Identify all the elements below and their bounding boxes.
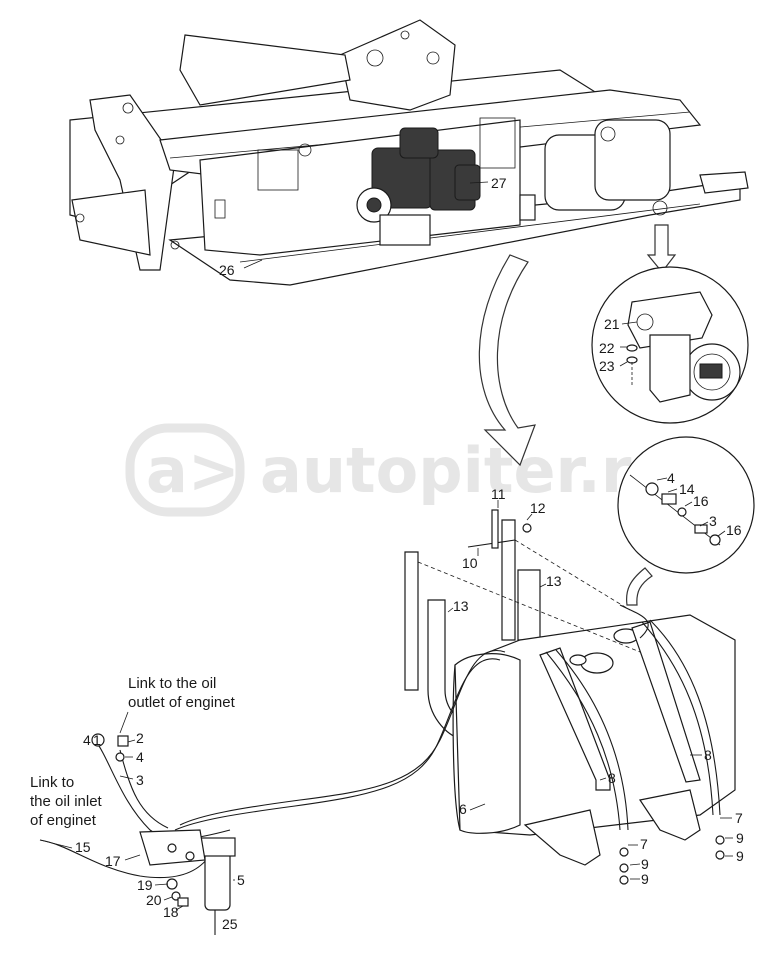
callout-8a: 8 [608,770,616,786]
curved-arrow-icon [625,567,653,606]
callout-13b: 13 [453,598,469,614]
callout-23: 23 [599,358,615,374]
callout-22: 22 [599,340,615,356]
detail-circle-fittings [617,436,755,606]
oil-outlet-note-line1: Link to the oil [128,675,216,692]
watermark-text: autopiter.ru [260,434,676,507]
oil-inlet-note-line3: of enginet [30,812,97,829]
callout-9d: 9 [736,848,744,864]
callout-16a: 16 [693,493,709,509]
callout-13a: 13 [546,573,562,589]
callout-3: 3 [136,772,144,788]
callout-4c: 4 [667,470,675,486]
watermark: a> autopiter.ru [125,423,676,517]
callout-3b: 3 [709,513,717,529]
engine-unit [356,127,536,246]
callout-7a: 7 [640,836,648,852]
detail-circle-filter-housing [591,266,749,424]
callout-8b: 8 [704,747,712,763]
callout-15: 15 [75,839,91,855]
callout-11: 11 [491,486,506,502]
oil-inlet-note-line1: Link to [30,774,74,791]
callout-21: 21 [604,316,620,332]
callout-26: 26 [219,262,235,278]
oil-inlet-note-line2: the oil inlet [30,793,103,810]
callout-5: 5 [237,872,245,888]
watermark-logo-icon [125,423,245,517]
oil-outlet-note-line2: outlet of enginet [128,694,236,711]
fuel-tank [404,509,736,885]
callout-14: 14 [679,481,695,497]
callout-12: 12 [530,500,546,516]
fuel-hoses [39,604,649,935]
callout-10: 10 [462,555,478,571]
watermark-logo-text: a> [146,434,240,507]
callout-9c: 9 [736,830,744,846]
callout-17: 17 [105,853,121,869]
leader-lines [39,500,733,911]
callout-4a: 4 [83,732,91,748]
callout-1: 1 [93,732,101,748]
callout-18: 18 [163,904,179,920]
callout-6: 6 [459,801,467,817]
callout-19: 19 [137,877,153,893]
callout-2: 2 [136,730,144,746]
callout-20: 20 [146,892,162,908]
callout-labels: 26 27 21 22 23 4 14 16 3 16 11 12 10 13 … [75,175,744,932]
oil-link-notes: Link to the oil outlet of enginet Link t… [30,675,236,829]
callout-7b: 7 [735,810,743,826]
curved-arrow-icon [478,254,536,467]
callout-25: 25 [222,916,238,932]
callout-9a: 9 [641,856,649,872]
curved-arrow-icon [646,224,677,273]
callout-4b: 4 [136,749,144,765]
callout-9b: 9 [641,871,649,887]
callout-16b: 16 [726,522,742,538]
callout-27: 27 [491,175,507,191]
